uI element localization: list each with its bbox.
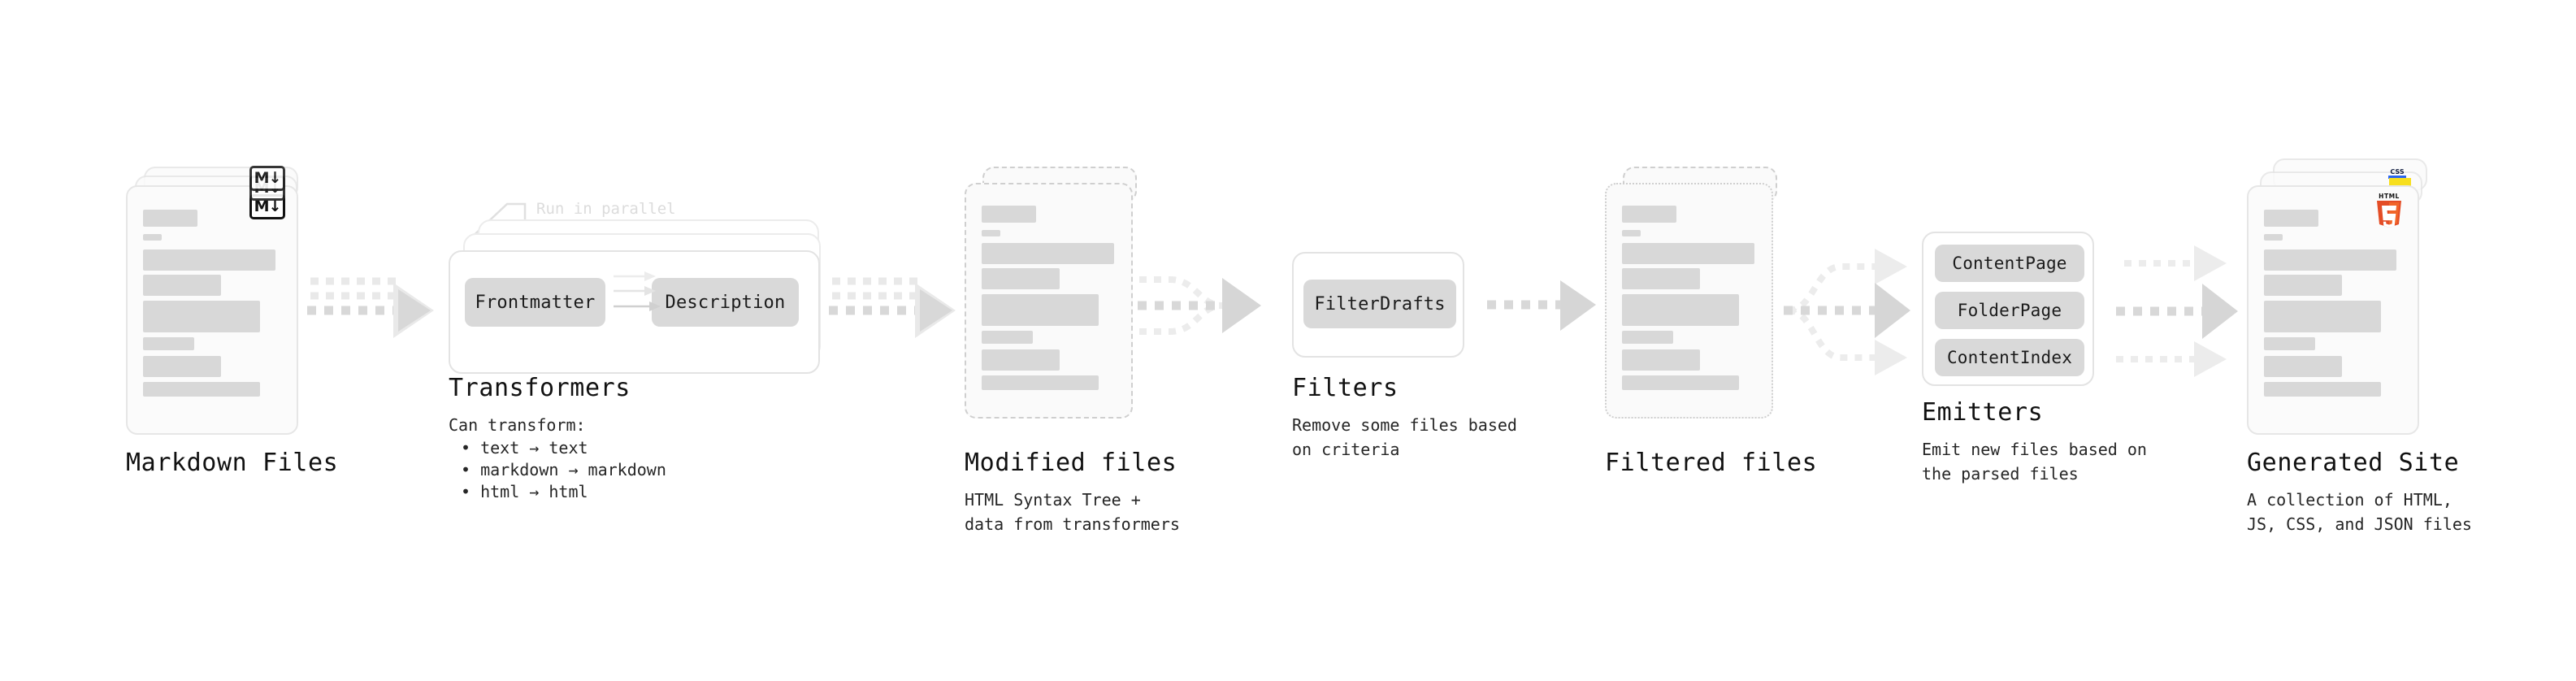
css3-icon: CSS xyxy=(2388,168,2406,179)
arrow-filtered-to-emitters-fanout xyxy=(1784,249,1910,375)
html5-icon: HTML xyxy=(2377,193,2401,228)
transformers-group-stack: Frontmatter Description xyxy=(449,219,839,374)
filters-caption: Remove some files based on criteria xyxy=(1292,415,1517,459)
transformers-caption-item-2: • markdown → markdown xyxy=(461,460,666,479)
markdown-file-card-front xyxy=(126,185,298,435)
run-in-parallel-hint: Run in parallel xyxy=(536,200,676,218)
transformer-inner-arrows xyxy=(614,271,661,311)
arrow-modified-to-filters-fanin xyxy=(1138,276,1261,335)
generated-site-card-stack: CSS HTML xyxy=(2247,158,2450,435)
transformers-panel-front[interactable]: Frontmatter Description xyxy=(449,250,820,374)
arrow-transformers-to-modified xyxy=(829,277,956,338)
transformers-caption-item-1: • text → text xyxy=(461,438,588,458)
markdown-badge-label: M↓ xyxy=(254,197,282,215)
arrow-markdown-to-transformers xyxy=(307,277,434,338)
filters-group[interactable]: FilterDrafts xyxy=(1292,252,1464,358)
emitters-group[interactable]: ContentPage FolderPage ContentIndex xyxy=(1922,232,2094,386)
markdown-files-title: Markdown Files xyxy=(126,449,339,477)
transformer-pill-description[interactable]: Description xyxy=(652,278,799,327)
markdown-icon-back-2: M↓ xyxy=(249,166,285,191)
markdown-badge-label-back-2: M↓ xyxy=(254,169,282,187)
emitter-pill-contentpage[interactable]: ContentPage xyxy=(1935,245,2084,282)
transformers-caption-head: Can transform: xyxy=(449,415,586,435)
emitter-pill-folderpage[interactable]: FolderPage xyxy=(1935,292,2084,329)
transformers-caption-item-3: • html → html xyxy=(461,482,588,501)
modified-files-title: Modified files xyxy=(965,449,1177,477)
arrow-filters-to-filtered xyxy=(1487,280,1596,331)
generated-site-title: Generated Site xyxy=(2247,449,2460,477)
transformer-pill-frontmatter[interactable]: Frontmatter xyxy=(465,278,605,327)
emitters-title: Emitters xyxy=(1922,398,2044,427)
filter-pill-filterdrafts[interactable]: FilterDrafts xyxy=(1303,280,1456,328)
emitters-caption: Emit new files based on the parsed files xyxy=(1922,440,2147,484)
svg-text:HTML: HTML xyxy=(2379,193,2400,200)
filtered-files-title: Filtered files xyxy=(1605,449,1818,477)
modified-files-card-stack xyxy=(965,167,1151,435)
modified-file-card-front xyxy=(965,183,1133,419)
transformers-title: Transformers xyxy=(449,374,631,402)
arrow-emitters-to-site xyxy=(2116,245,2238,377)
filtered-file-card-front xyxy=(1605,183,1773,419)
emitter-pill-contentindex[interactable]: ContentIndex xyxy=(1935,339,2084,376)
markdown-files-card-stack: M↓ M↓ M↓ xyxy=(126,166,313,435)
filters-title: Filters xyxy=(1292,374,1399,402)
filtered-files-card-stack xyxy=(1605,167,1792,435)
modified-files-caption: HTML Syntax Tree + data from transformer… xyxy=(965,490,1180,534)
generated-site-caption: A collection of HTML, JS, CSS, and JSON … xyxy=(2247,490,2472,534)
svg-text:CSS: CSS xyxy=(2390,168,2404,176)
